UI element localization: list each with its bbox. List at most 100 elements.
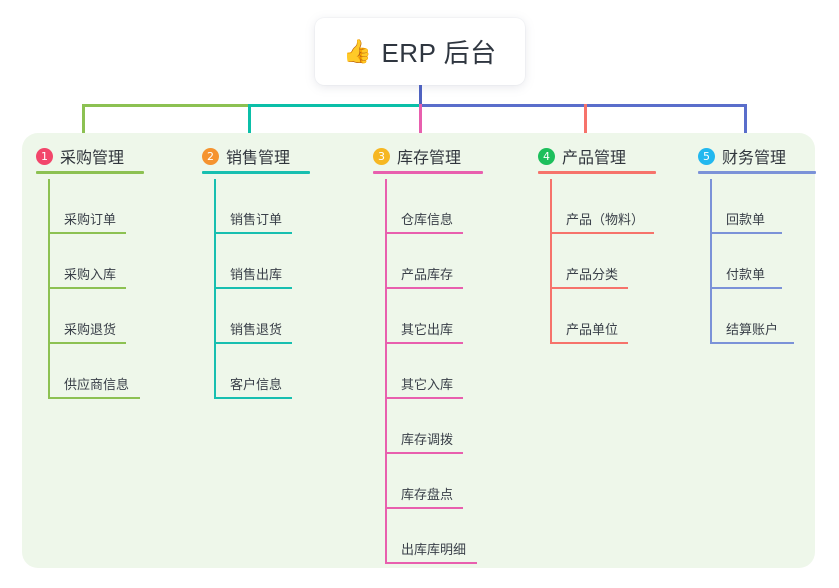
item-underline [385, 287, 463, 289]
item-underline [385, 452, 463, 454]
item-rail [48, 179, 50, 234]
item-label: 供应商信息 [64, 377, 130, 392]
branch-item[interactable]: 其它出库 [385, 289, 466, 344]
item-rail [48, 234, 50, 289]
item-rail [550, 289, 552, 344]
branch-badge-1: 1 [36, 147, 53, 165]
branch-badge-5: 5 [698, 147, 715, 165]
item-rail [214, 234, 216, 289]
branch-item[interactable]: 产品单位 [550, 289, 644, 344]
item-rail [385, 344, 387, 399]
item-rail [48, 344, 50, 399]
branch-title: 产品管理 [562, 150, 627, 167]
branch-item[interactable]: 采购入库 [48, 234, 129, 289]
branch-item[interactable]: 库存盘点 [385, 454, 466, 509]
item-underline [48, 342, 126, 344]
branch-item[interactable]: 供应商信息 [48, 344, 140, 399]
item-rail [385, 234, 387, 289]
bus-segment-blue [420, 104, 747, 107]
item-underline [214, 397, 292, 399]
branch-item-list: 回款单付款单结算账户 [710, 179, 794, 344]
item-label: 结算账户 [726, 322, 779, 337]
item-rail [550, 234, 552, 289]
item-underline [550, 287, 628, 289]
branch-item-list: 仓库信息产品库存其它出库其它入库库存调拨库存盘点出库库明细 [385, 179, 477, 564]
branch-badge-2: 2 [202, 147, 219, 165]
item-label: 回款单 [726, 212, 766, 227]
item-underline [385, 562, 477, 564]
item-rail [550, 179, 552, 234]
branch-item[interactable]: 产品库存 [385, 234, 466, 289]
item-underline [550, 342, 628, 344]
item-underline [710, 287, 782, 289]
item-label: 采购退货 [64, 322, 117, 337]
branch-item-list: 销售订单销售出库销售退货客户信息 [214, 179, 292, 399]
branch-underline [202, 171, 310, 174]
branch-title: 采购管理 [60, 150, 125, 167]
branch-item[interactable]: 库存调拨 [385, 399, 466, 454]
item-rail [710, 234, 712, 289]
branch-item[interactable]: 结算账户 [710, 289, 794, 344]
item-underline [48, 232, 126, 234]
branch-item[interactable]: 销售退货 [214, 289, 292, 344]
item-rail [385, 289, 387, 344]
item-underline [48, 287, 126, 289]
branch-item[interactable]: 产品分类 [550, 234, 644, 289]
item-underline [48, 397, 140, 399]
item-rail [48, 289, 50, 344]
item-underline [385, 232, 463, 234]
branch-item[interactable]: 销售订单 [214, 179, 292, 234]
item-rail [214, 344, 216, 399]
item-underline [550, 232, 654, 234]
drop-connector-2 [248, 104, 251, 144]
item-label: 产品（物料） [566, 212, 645, 227]
item-label: 付款单 [726, 267, 766, 282]
branch-item-list: 采购订单采购入库采购退货供应商信息 [48, 179, 140, 399]
item-underline [214, 287, 292, 289]
branch-item[interactable]: 仓库信息 [385, 179, 466, 234]
item-label: 产品库存 [401, 267, 454, 282]
item-underline [710, 232, 782, 234]
item-label: 其它出库 [401, 322, 454, 337]
branch-badge-3: 3 [373, 147, 390, 165]
item-label: 库存调拨 [401, 432, 454, 447]
item-underline [385, 342, 463, 344]
item-underline [214, 342, 292, 344]
branch-item[interactable]: 客户信息 [214, 344, 292, 399]
branch-item[interactable]: 产品（物料） [550, 179, 654, 234]
branch-header-4[interactable]: 4 产品管理 [538, 144, 626, 168]
item-underline [385, 397, 463, 399]
branch-header-1[interactable]: 1 采购管理 [36, 144, 124, 168]
item-rail [385, 509, 387, 564]
item-label: 出库库明细 [401, 542, 467, 557]
item-label: 产品单位 [566, 322, 619, 337]
branch-item[interactable]: 其它入库 [385, 344, 466, 399]
branch-item[interactable]: 付款单 [710, 234, 782, 289]
root-node-card[interactable]: 👍 ERP 后台 [315, 18, 525, 85]
branch-item[interactable]: 销售出库 [214, 234, 292, 289]
item-underline [214, 232, 292, 234]
drop-connector-3 [419, 104, 422, 144]
branch-title: 销售管理 [226, 150, 291, 167]
drop-connector-1 [82, 104, 85, 144]
branch-item[interactable]: 采购退货 [48, 289, 129, 344]
item-label: 产品分类 [566, 267, 619, 282]
item-rail [214, 179, 216, 234]
branch-item[interactable]: 回款单 [710, 179, 782, 234]
item-label: 客户信息 [230, 377, 283, 392]
branch-badge-4: 4 [538, 147, 555, 165]
item-label: 仓库信息 [401, 212, 454, 227]
root-node-label: ERP 后台 [381, 38, 497, 68]
item-underline [385, 507, 463, 509]
item-rail [214, 289, 216, 344]
branch-item[interactable]: 出库库明细 [385, 509, 477, 564]
branch-item[interactable]: 采购订单 [48, 179, 129, 234]
branch-underline [36, 171, 144, 174]
branch-header-2[interactable]: 2 销售管理 [202, 144, 290, 168]
root-stem-connector [419, 85, 422, 106]
item-label: 其它入库 [401, 377, 454, 392]
branches-panel: 1 采购管理采购订单采购入库采购退货供应商信息 2 销售管理销售订单销售出库销售退货… [22, 133, 816, 568]
